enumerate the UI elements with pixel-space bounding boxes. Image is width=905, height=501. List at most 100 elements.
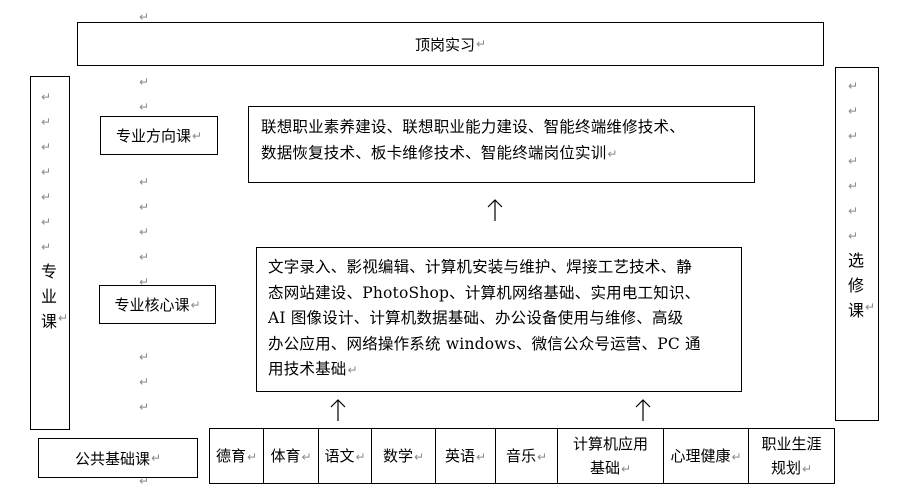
paragraph-mark: ↵ [139, 175, 150, 189]
paragraph-mark: ↵ [848, 229, 859, 243]
public-courses-label-box: 公共基础课↵ [38, 438, 198, 478]
paragraph-mark: ↵ [413, 449, 425, 464]
center-mark-column: ↵ ↵ ↵ ↵ ↵ [139, 170, 149, 295]
public-course-cell: 计算机应用 基础↵ [558, 428, 664, 484]
course-name: 心理健康 [670, 446, 731, 465]
arrow-up-icon [487, 199, 503, 221]
course-name: 体育 [270, 446, 301, 465]
public-courses-label: 公共基础课 [74, 449, 150, 468]
paragraph-mark: ↵ [848, 129, 859, 143]
paragraph-mark: ↵ [41, 90, 52, 104]
core-courses-content: 文字录入、影视编辑、计算机安装与维护、焊接工艺技术、静 态网站建设、PhotoS… [268, 255, 701, 384]
elective-char: 选 [848, 251, 865, 270]
core-line: 办公应用、网络操作系统 windows、微信公众号运营、PC 通 [268, 334, 701, 353]
paragraph-mark: ↵ [301, 449, 312, 464]
paragraph-mark: ↵ [731, 449, 742, 464]
core-courses-content-box: 文字录入、影视编辑、计算机安装与维护、焊接工艺技术、静 态网站建设、PhotoS… [256, 247, 742, 392]
elective-courses-label: 选 修 课 [848, 248, 864, 323]
course-name: 数学 [382, 446, 413, 465]
paragraph-mark: ↵ [848, 154, 859, 168]
course-name: 基础 [589, 458, 620, 477]
direction-courses-content-box: 联想职业素养建设、联想职业能力建设、智能终端维修技术、 数据恢复技术、板卡维修技… [248, 106, 755, 183]
major-courses-box: ↵ ↵ ↵ ↵ ↵ ↵ ↵ 专 业 课 ↵ [30, 76, 70, 430]
paragraph-mark: ↵ [355, 449, 366, 464]
public-course-cell: 职业生涯 规划↵ [749, 428, 835, 484]
direction-courses-label: 专业方向课 [115, 127, 191, 145]
paragraph-mark: ↵ [475, 449, 487, 464]
paragraph-mark: ↵ [139, 100, 150, 114]
paragraph-mark: ↵ [801, 461, 813, 476]
course-name: 计算机应用 [572, 434, 648, 453]
paragraph-mark: ↵ [848, 204, 859, 218]
course-name: 规划 [770, 458, 801, 477]
core-courses-label-box: 专业核心课↵ [99, 285, 216, 324]
internship-box: 顶岗实习↵ [77, 22, 824, 66]
center-mark-column: ↵ ↵ [139, 70, 149, 120]
major-courses-label: 专 业 课 [41, 259, 57, 334]
paragraph-mark: ↵ [190, 297, 201, 312]
center-mark-column: ↵ ↵ ↵ [139, 345, 149, 420]
paragraph-mark: ↵ [246, 449, 258, 464]
paragraph-mark: ↵ [139, 250, 150, 264]
core-line: AI 图像设计、计算机数据基础、办公设备使用与维修、高级 [268, 309, 684, 327]
course-name: 音乐 [505, 446, 536, 465]
paragraph-mark: ↵ [41, 165, 52, 179]
core-line: 文字录入、影视编辑、计算机安装与维护、焊接工艺技术、静 [268, 258, 692, 276]
elective-char: 修 [848, 276, 865, 295]
paragraph-mark: ↵ [347, 363, 358, 377]
paragraph-mark: ↵ [41, 115, 52, 129]
course-name: 德育 [215, 446, 246, 465]
public-course-cell: 数学↵ [372, 428, 436, 484]
paragraph-mark: ↵ [848, 79, 859, 93]
paragraph-mark: ↵ [41, 140, 52, 154]
core-courses-label: 专业核心课 [114, 296, 190, 314]
direction-line: 数据恢复技术、板卡维修技术、智能终端岗位实训 [261, 143, 607, 162]
paragraph-mark: ↵ [848, 179, 859, 193]
paragraph-mark: ↵ [139, 275, 150, 289]
direction-courses-label-box: 专业方向课↵ [100, 116, 218, 155]
paragraph-mark: ↵ [620, 461, 632, 476]
arrow-up-icon [330, 399, 346, 421]
major-char: 专 [41, 262, 58, 281]
direction-line: 联想职业素养建设、联想职业能力建设、智能终端维修技术、 [261, 118, 685, 136]
paragraph-mark: ↵ [865, 300, 876, 314]
elective-char: 课 [848, 301, 865, 320]
public-course-cell: 德育↵ [209, 428, 264, 484]
course-name: 英语 [444, 446, 475, 465]
public-course-cell: 英语↵ [436, 428, 496, 484]
paragraph-mark: ↵ [607, 146, 618, 161]
right-mark-column: ↵ ↵ ↵ ↵ ↵ ↵ ↵ [848, 74, 858, 249]
paragraph-mark: ↵ [41, 240, 52, 254]
paragraph-mark: ↵ [139, 225, 150, 239]
paragraph-mark: ↵ [139, 400, 150, 414]
major-char: 业 [41, 287, 58, 306]
public-course-cell: 体育↵ [264, 428, 319, 484]
paragraph-mark: ↵ [41, 190, 52, 204]
paragraph-mark: ↵ [139, 200, 150, 214]
paragraph-mark: ↵ [41, 215, 52, 229]
course-name: 职业生涯 [761, 434, 822, 453]
paragraph-mark: ↵ [139, 75, 150, 89]
paragraph-mark: ↵ [139, 474, 150, 488]
internship-label: 顶岗实习 [414, 35, 475, 54]
paragraph-mark: ↵ [536, 449, 548, 464]
elective-courses-box: ↵ ↵ ↵ ↵ ↵ ↵ ↵ 选 修 课 ↵ [835, 67, 879, 421]
paragraph-mark: ↵ [475, 37, 487, 51]
course-name: 语文 [324, 446, 355, 465]
public-course-cell: 音乐↵ [496, 428, 558, 484]
paragraph-mark: ↵ [848, 104, 859, 118]
direction-courses-content: 联想职业素养建设、联想职业能力建设、智能终端维修技术、 数据恢复技术、板卡维修技… [261, 115, 685, 167]
paragraph-mark: ↵ [150, 451, 162, 465]
core-line: 态网站建设、PhotoShop、计算机网络基础、实用电工知识、 [268, 283, 701, 302]
paragraph-mark: ↵ [139, 375, 150, 389]
public-course-cell: 心理健康↵ [664, 428, 749, 484]
left-mark-column: ↵ ↵ ↵ ↵ ↵ ↵ ↵ [41, 85, 51, 260]
major-char: 课 [41, 312, 58, 331]
paragraph-mark: ↵ [191, 128, 203, 143]
arrow-up-icon [635, 399, 651, 421]
paragraph-mark: ↵ [139, 10, 150, 24]
public-course-cell: 语文↵ [319, 428, 372, 484]
paragraph-mark: ↵ [139, 350, 150, 364]
core-line: 用技术基础 [268, 360, 347, 378]
paragraph-mark: ↵ [58, 311, 69, 325]
